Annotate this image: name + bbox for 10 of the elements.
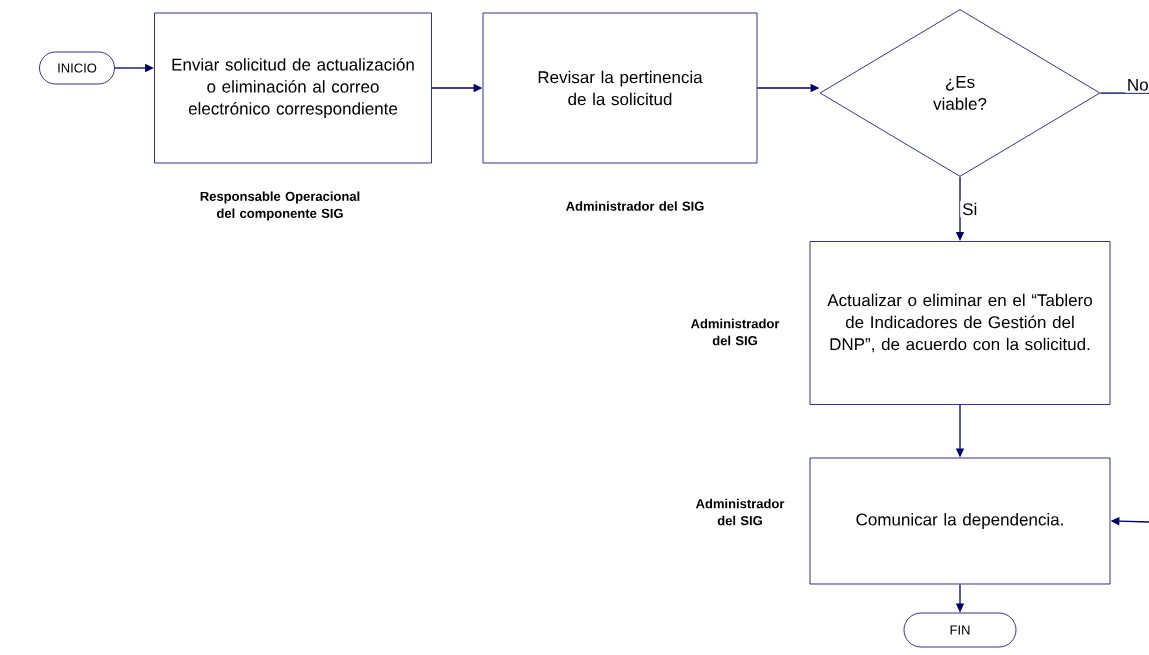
process-box: Comunicar la dependencia. (809, 457, 1111, 585)
process-box: Actualizar o eliminar en el “Tablero de Indicadores de Gestión del DNP”, de acuerdo con la solicitud. (809, 241, 1111, 405)
role-label: Administrador del SIG (695, 498, 785, 526)
edge-label: Si (962, 202, 977, 216)
role-label: Responsable Operacional del componente SIG (200, 191, 360, 221)
role-label: Administrador del SIG (690, 318, 780, 346)
edge-label: No (1128, 78, 1148, 91)
process-box: Enviar solicitud de actualización o eliminación al correo electrónico correspondiente (154, 12, 432, 164)
process-box: Revisar la pertinencia de la solicitud (482, 12, 758, 164)
role-label: Administrador del SIG (566, 201, 704, 211)
